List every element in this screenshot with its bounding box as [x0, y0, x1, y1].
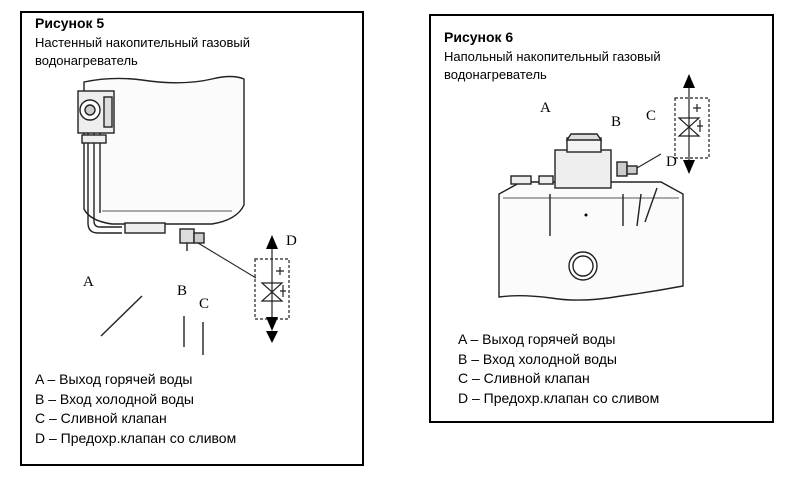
fig5-label-a: A: [83, 274, 94, 290]
figure-6-legend: A – Выход горячей воды B – Вход холодной…: [458, 330, 659, 408]
floor-heater-illustration: [498, 74, 710, 301]
legend-item: A – Выход горячей воды: [458, 331, 616, 347]
figure-5-title: Рисунок 5: [35, 15, 105, 31]
figure-6-subtitle-line2: водонагреватель: [444, 67, 547, 82]
legend-item: C – Сливной клапан: [35, 410, 167, 426]
fig5-label-d: D: [286, 233, 297, 249]
relief-outlet-arrow-up-icon: [266, 235, 278, 249]
figure-5-subtitle-line2: водонагреватель: [35, 53, 138, 68]
figure-6-title: Рисунок 6: [444, 29, 514, 45]
figure-5-subtitle-line1: Настенный накопительный газовый: [35, 35, 250, 50]
figure-6-panel: Рисунок 6 Напольный накопительный газовы…: [429, 14, 774, 423]
figure-5-legend: A – Выход горячей воды B – Вход холодной…: [35, 370, 236, 448]
fig6-label-c: C: [646, 108, 657, 124]
legend-item: A – Выход горячей воды: [35, 371, 193, 387]
fig6-label-d: D: [666, 154, 677, 170]
legend-item: D – Предохр.клапан со сливом: [35, 429, 237, 446]
legend-item: B – Вход холодной воды: [35, 390, 194, 407]
relief-drain-arrow-down-icon: [266, 331, 278, 343]
fig5-label-b: B: [177, 283, 188, 299]
relief-outlet-arrow-up-icon: [683, 74, 695, 88]
fig6-label-b: B: [611, 114, 622, 130]
relief-inlet-arrow-up-icon: [266, 317, 278, 331]
wall-heater-illustration: [77, 75, 290, 355]
fig6-label-a: A: [540, 100, 551, 116]
legend-item: B – Вход холодной воды: [458, 350, 617, 367]
relief-inlet-arrow-up-icon: [683, 160, 695, 174]
fig5-label-c: C: [199, 296, 210, 312]
figure-5-panel: Рисунок 5 Настенный накопительный газовы…: [20, 11, 364, 466]
legend-item: D – Предохр.клапан со сливом: [458, 389, 660, 406]
legend-item: C – Сливной клапан: [458, 370, 590, 386]
figure-6-subtitle-line1: Напольный накопительный газовый: [444, 49, 661, 64]
